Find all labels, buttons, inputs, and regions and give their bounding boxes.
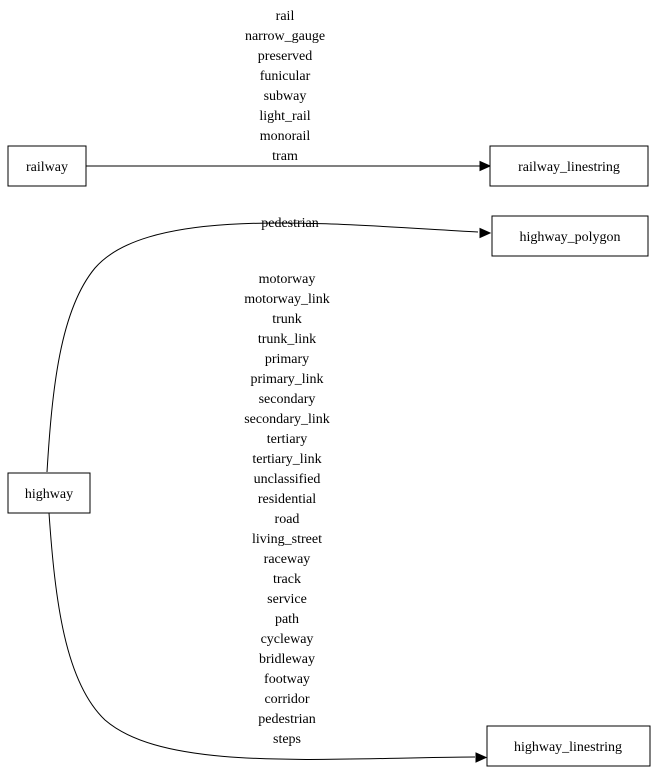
edge-label-line: preserved (258, 49, 312, 64)
edge-label-line: tertiary_link (252, 452, 321, 467)
edge-label-line: primary (265, 352, 309, 367)
edge-label-line: motorway_link (244, 292, 330, 307)
node-box-railway (7, 145, 87, 187)
edge-highway-to-highway-polygon (46, 222, 479, 473)
node-label-railway: railway (26, 160, 68, 175)
edge-label-line: pedestrian (261, 216, 319, 231)
edge-arrowhead (475, 752, 488, 763)
edge-label-line: pedestrian (258, 712, 316, 727)
edge-arrowhead (479, 227, 492, 239)
node-highway-linestring: highway_linestring (486, 725, 651, 767)
node-label-highway: highway (25, 487, 73, 502)
edge-label-line: raceway (264, 552, 311, 567)
edge-label-line: tram (272, 149, 298, 164)
edge-label-highway-linestring: motorway motorway_link trunk trunk_link … (244, 272, 330, 747)
edge-label-line: footway (264, 672, 310, 687)
node-railway: railway (7, 145, 87, 187)
edge-label-line: road (275, 512, 300, 527)
edge-label-line: narrow_gauge (245, 29, 325, 44)
node-label-railway-linestring: railway_linestring (518, 160, 620, 175)
edge-label-line: secondary (259, 392, 316, 407)
edge-label-line: living_street (252, 532, 322, 547)
node-highway-polygon: highway_polygon (491, 215, 649, 257)
edge-label-line: residential (258, 492, 316, 507)
node-label-highway-linestring: highway_linestring (514, 740, 622, 755)
edge-arrowhead (479, 160, 492, 172)
edge-label-line: rail (276, 9, 295, 24)
node-box-highway-polygon (491, 215, 649, 257)
node-box-highway (7, 472, 91, 514)
edge-label-line: light_rail (259, 109, 310, 124)
node-label-highway-polygon: highway_polygon (519, 230, 620, 245)
edge-label-line: monorail (260, 129, 311, 144)
node-highway: highway (7, 472, 91, 514)
edge-label-line: funicular (260, 69, 311, 84)
edge-label-line: cycleway (261, 632, 314, 647)
edge-label-line: steps (273, 732, 301, 747)
edge-label-line: primary_link (250, 372, 323, 387)
edge-label-line: subway (264, 89, 307, 104)
edge-label-line: trunk (272, 312, 302, 327)
edge-label-highway-polygon: pedestrian (261, 216, 319, 231)
edge-label-railway-linestring: rail narrow_gauge preserved funicular su… (245, 9, 325, 164)
edge-label-line: service (267, 592, 307, 607)
edge-label-line: bridleway (259, 652, 315, 667)
edge-label-line: unclassified (254, 472, 321, 487)
edge-label-line: trunk_link (258, 332, 316, 347)
node-railway-linestring: railway_linestring (489, 145, 649, 187)
edge-label-line: motorway (259, 272, 316, 287)
node-box-railway-linestring (489, 145, 649, 187)
edge-highway-to-highway-linestring (48, 512, 476, 760)
edge-label-line: secondary_link (244, 412, 330, 427)
edge-label-line: path (275, 612, 299, 627)
edge-label-line: corridor (264, 692, 309, 707)
node-box-highway-linestring (486, 725, 651, 767)
edge-label-line: track (273, 572, 301, 587)
edge-label-line: tertiary (267, 432, 307, 447)
